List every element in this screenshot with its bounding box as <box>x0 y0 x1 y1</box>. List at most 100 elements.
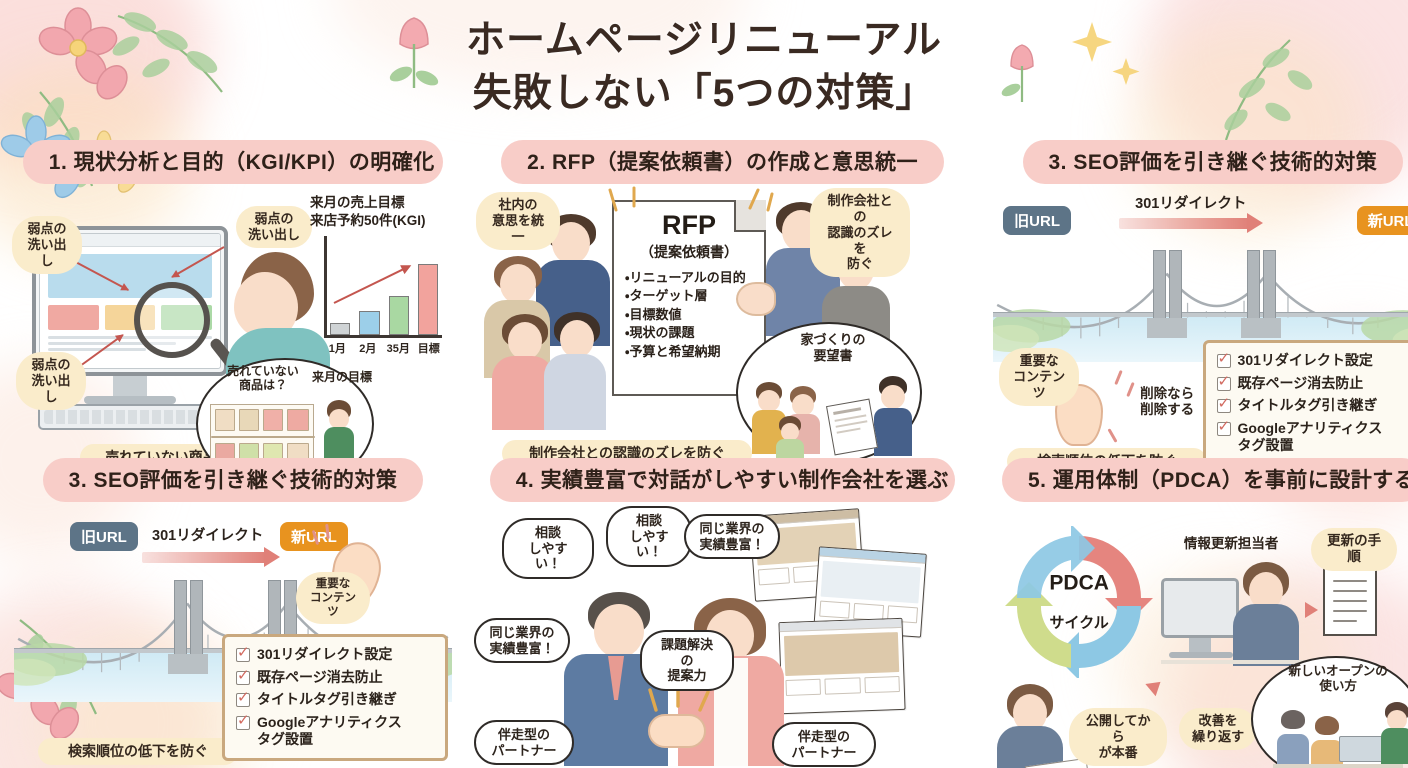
rfp-item: ・目標数値 <box>625 306 682 322</box>
bubble-how-to-use-new: 新しいオープンの 使い方 <box>1288 664 1388 693</box>
desk-monitor-illustration <box>1161 578 1240 638</box>
checklist-item-label: タイトルタグ引き継ぎ <box>1237 397 1378 413</box>
callout-problem-solving: 課題解決の 提案力 <box>640 630 735 691</box>
chart-x-tick: 1月 <box>328 343 346 355</box>
panel-rfp: 2. RFP（提案依頼書）の作成と意思統一 RFP （提案依頼書） <box>466 132 979 468</box>
title-line-2: 失敗しない「5つの対策」 <box>472 72 936 115</box>
chart-caption: 来月の売上目標 来店予約50件(KGI) <box>310 195 426 229</box>
checklist-item: タイトルタグ引き継ぎ <box>236 689 434 709</box>
chart-x-tick: 目標 <box>417 343 440 355</box>
panel-3-heading: 3. SEO評価を引き継ぐ技術的対策 <box>1022 140 1404 184</box>
checklist-item-label: 301リダイレクト設定 <box>257 646 393 662</box>
checkbox-checked-icon[interactable] <box>1216 395 1231 414</box>
badge-new-url: 新URL <box>1356 206 1408 235</box>
redirect-arrow-icon-dup <box>142 547 280 567</box>
website-thumbnail-3 <box>778 617 906 715</box>
rfp-document-card: RFP （提案依頼書） ・リニューアルの目的・ターゲット層・目標数値・現状の課題… <box>612 200 767 396</box>
callout-easy-to-consult-1: 相談 しやすい！ <box>502 518 595 579</box>
callout-partner-1: 伴走型の パートナー <box>474 720 575 766</box>
checkbox-checked-icon[interactable] <box>1216 350 1231 369</box>
page-title: ホームページリニューアル 失敗しない「5つの対策」 <box>0 8 1408 128</box>
panel-2-stage: RFP （提案依頼書） ・リニューアルの目的・ターゲット層・目標数値・現状の課題… <box>476 186 965 468</box>
checklist-item-label: 301リダイレクト設定 <box>1237 352 1373 368</box>
pdca-label-line1: PDCA <box>1049 572 1109 596</box>
sparkle-icon <box>608 186 774 212</box>
panel-5-heading: 4. 実績豊富で対話がしやすい制作会社を選ぶ <box>489 458 956 502</box>
label-301-redirect: 301リダイレクト <box>1135 196 1247 212</box>
panel-6-stage: PDCA サイクル 情報更新担当者 更新の手順 <box>993 508 1408 768</box>
panel-seo-technical-duplicate: 3. SEO評価を引き継ぐ技術的対策 旧URL 新URL 301リダイレクト <box>0 450 466 768</box>
checklist-item: 301リダイレクト設定 <box>1216 350 1408 370</box>
checklist-item: 既存ページ消去防止 <box>1216 373 1408 393</box>
checklist-item-label: タイトルタグ引き継ぎ <box>257 691 398 707</box>
panel-grid: 1. 現状分析と目的（KGI/KPI）の明確化 弱点の 洗い出し <box>0 132 1408 768</box>
callout-weakness-1: 弱点の 洗い出し <box>12 216 82 274</box>
chart-bar <box>330 323 351 335</box>
callout-after-launch: 公開してから が本番 <box>1069 708 1168 766</box>
panel-5-stage: 相談 しやすい！ 相談 しやすい！ 同じ業界の 実績豊富！ 同じ業界の 実績豊富… <box>474 506 965 768</box>
callout-weakness-3: 弱点の 洗い出し <box>16 352 86 410</box>
panel-2-heading: 2. RFP（提案依頼書）の作成と意思統一 <box>501 140 945 184</box>
bubble-house-request-doc: 家づくりの 要望書 <box>800 332 866 363</box>
callout-delete-if-delete: 削除なら 削除する <box>1140 386 1195 418</box>
bubble-next-month-target: 来月の目標 <box>311 370 372 384</box>
callout-partner-2: 伴走型の パートナー <box>772 722 877 768</box>
checkbox-checked-icon[interactable] <box>236 644 251 663</box>
panel-choose-agency: 4. 実績豊富で対話がしやすい制作会社を選ぶ <box>466 450 979 768</box>
checklist-item: Googleアナリティクス タグ設置 <box>236 712 434 749</box>
callout-prevent-rank-drop-dup: 検索順位の低下を防ぐ <box>38 738 238 766</box>
family-scene-bubble: 家づくりの 要望書 <box>736 322 923 464</box>
bubble-unsold-question: 売れていない 商品は？ <box>227 364 299 393</box>
callout-important-content-dup: 重要な コンテンツ <box>296 572 370 625</box>
chart-bar <box>359 311 380 335</box>
checkbox-checked-icon[interactable] <box>236 712 251 730</box>
checkbox-checked-icon[interactable] <box>236 667 251 685</box>
callout-important-content: 重要な コンテンツ <box>999 348 1080 406</box>
handshake-icon <box>648 714 707 748</box>
pdca-label-line2: サイクル <box>1049 614 1109 632</box>
seo-checklist-dup: 301リダイレクト設定既存ページ消去防止タイトルタグ引き継ぎ Googleアナリテ… <box>222 634 449 761</box>
magnifier-icon <box>134 282 210 358</box>
rfp-subtitle: （提案依頼書） <box>640 244 739 260</box>
checklist-item: タイトルタグ引き継ぎ <box>1216 395 1408 415</box>
title-line-1: ホームページリニューアル <box>465 19 943 62</box>
checklist-item: Googleアナリティクス タグ設置 <box>1216 418 1408 455</box>
callout-weakness-2: 弱点の 洗い出し <box>236 206 312 248</box>
panel-pdca: 5. 運用体制（PDCA）を事前に設計する PDCA サイクル <box>979 450 1408 768</box>
rfp-item: ・ターゲット層 <box>625 288 708 304</box>
seminar-scene-bubble: 新しいオープンの 使い方 <box>1251 656 1408 768</box>
pdca-label: PDCA サイクル <box>1049 554 1109 651</box>
callout-repeat-improvement: 改善を 繰り返す <box>1179 708 1258 750</box>
panel-seo-technical: 3. SEO評価を引き継ぐ技術的対策 旧URL 新URL 301リダイレクト <box>979 132 1408 476</box>
checklist-item: 既存ページ消去防止 <box>236 667 434 687</box>
panel-3-stage: 旧URL 新URL 301リダイレクト <box>993 190 1408 476</box>
panel-1-heading: 1. 現状分析と目的（KGI/KPI）の明確化 <box>22 140 444 184</box>
callout-prevent-gap: 制作会社との 認識のズレを 防ぐ <box>810 188 911 278</box>
callout-update-procedure: 更新の手順 <box>1311 528 1398 571</box>
sparkle-icon-handshake <box>648 684 710 712</box>
chart-bars <box>330 251 439 335</box>
checklist-item-label: 既存ページ消去防止 <box>257 668 383 685</box>
checkbox-checked-icon[interactable] <box>1216 418 1231 436</box>
chart-bar <box>417 264 439 335</box>
chart-x-tick: 2月 <box>359 343 377 355</box>
badge-old-url-dup: 旧URL <box>70 522 138 551</box>
rfp-item: ・現状の課題 <box>625 325 695 341</box>
panel-4-stage: 旧URL 新URL 301リダイレクト <box>14 508 453 768</box>
callout-easy-to-consult-2: 相談 しやすい！ <box>606 506 693 567</box>
rfp-item: ・予算と希望納期 <box>625 343 721 359</box>
redirect-arrow-icon <box>1119 213 1264 233</box>
checkbox-checked-icon[interactable] <box>236 689 251 708</box>
checkbox-checked-icon[interactable] <box>1216 373 1231 391</box>
panel-1-stage: 弱点の 洗い出し 弱点の 洗い出し 弱点の 洗い出し 売れていない商品は？ 来月… <box>12 190 452 490</box>
checklist-item-label: Googleアナリティクス タグ設置 <box>257 713 402 748</box>
checklist-item-label: 既存ページ消去防止 <box>1237 374 1364 391</box>
rfp-title: RFP <box>662 210 717 240</box>
checklist-item-label: Googleアナリティクス タグ設置 <box>1237 419 1383 454</box>
callout-industry-record-2: 同じ業界の 実績豊富！ <box>474 618 571 664</box>
rfp-item-list: ・リニューアルの目的・ターゲット層・目標数値・現状の課題・予算と希望納期 <box>625 269 764 361</box>
callout-industry-record-1: 同じ業界の 実績豊富！ <box>684 514 781 560</box>
checklist-item: 301リダイレクト設定 <box>236 644 434 664</box>
